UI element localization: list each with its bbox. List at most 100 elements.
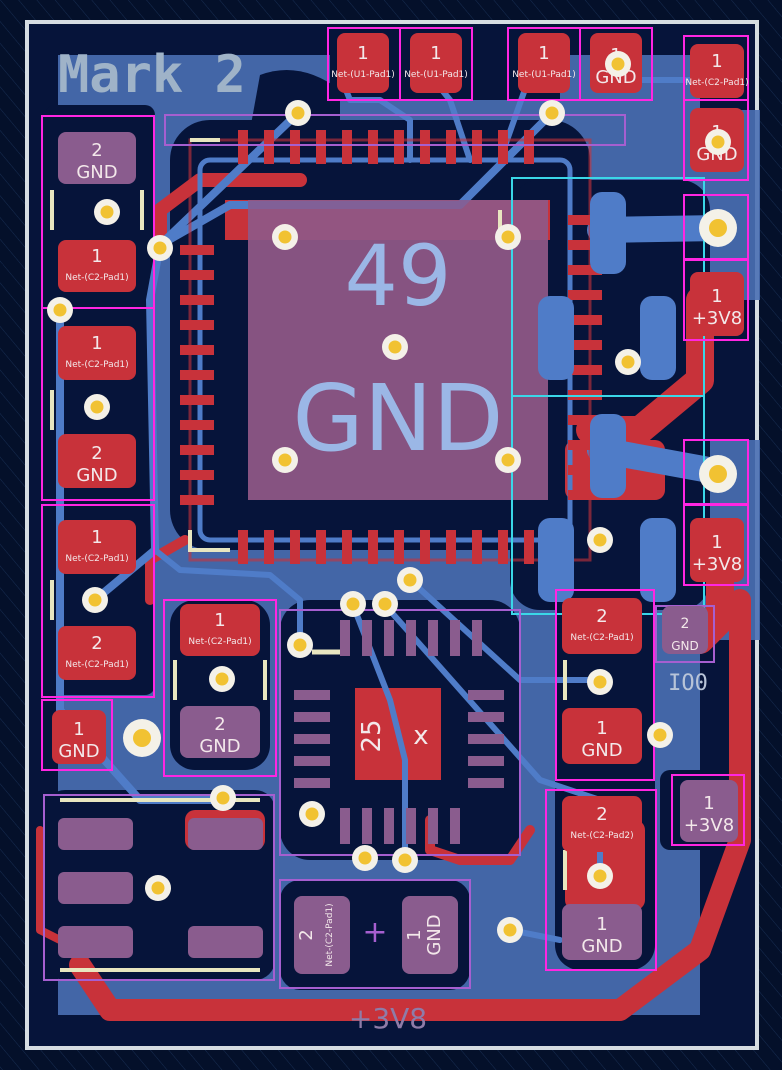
via-drill xyxy=(545,106,559,120)
via-drill xyxy=(398,853,412,867)
pad-number: 2 xyxy=(296,929,317,940)
pad-shape[interactable] xyxy=(180,604,260,656)
connector-pads[interactable] xyxy=(58,818,263,958)
pad-shape[interactable] xyxy=(402,896,458,974)
via-drill xyxy=(100,205,114,219)
via-drill xyxy=(501,453,515,467)
polarity-mark: + xyxy=(362,915,387,950)
ic2-footprint: 25 x xyxy=(279,609,521,856)
pad-net-label: Net-(U1-Pad1) xyxy=(331,70,395,80)
pad-net-label: Net-(C2-Pad1) xyxy=(65,360,128,370)
pad-shape[interactable] xyxy=(690,518,744,582)
pad-net-label: Net-(C2-Pad1) xyxy=(65,554,128,564)
pad-net-label: GND xyxy=(424,914,445,955)
via-drill xyxy=(151,881,165,895)
pad-shape[interactable] xyxy=(562,598,642,654)
pad-net-label: GND xyxy=(76,162,117,183)
pad-p_r8[interactable]: 1+3V8 xyxy=(680,780,738,842)
via-drill xyxy=(711,135,725,149)
pad-number: 1 xyxy=(430,43,441,64)
pad-shape[interactable] xyxy=(410,33,462,93)
pad-number: 1 xyxy=(703,793,714,814)
pad-net-label: GND xyxy=(199,736,240,757)
pad-shape[interactable] xyxy=(58,240,136,292)
via-drill xyxy=(293,638,307,652)
mounting-via-drill xyxy=(133,729,151,747)
via-drill xyxy=(90,400,104,414)
via-drill xyxy=(278,453,292,467)
pad-shape[interactable] xyxy=(180,706,260,758)
pad-net-label: GND xyxy=(581,936,622,957)
via-drill xyxy=(358,851,372,865)
via-drill xyxy=(216,791,230,805)
pad-number: 1 xyxy=(91,527,102,548)
via-drill xyxy=(388,340,402,354)
pad-shape[interactable] xyxy=(562,904,642,960)
pad-shape[interactable] xyxy=(562,796,642,852)
via-drill xyxy=(503,923,517,937)
pad-shape[interactable] xyxy=(562,708,642,764)
via-drill xyxy=(653,728,667,742)
via-drill xyxy=(278,230,292,244)
pad-number: 1 xyxy=(596,914,607,935)
mcu-silk-corner xyxy=(188,530,230,552)
pad-p_r1[interactable]: 1+3V8 xyxy=(690,272,744,336)
pad-number: 1 xyxy=(711,532,722,553)
pad-net-label: Net-(C2-Pad1) xyxy=(65,273,128,283)
via-drill xyxy=(346,597,360,611)
pad-net-label: Net-(C2-Pad1) xyxy=(188,637,251,647)
pad-shape[interactable] xyxy=(680,780,738,842)
pad-shape[interactable] xyxy=(294,896,350,974)
via-drill xyxy=(291,106,305,120)
pad-shape[interactable] xyxy=(58,326,136,380)
via-drill xyxy=(53,303,67,317)
pad-p_bc1[interactable]: 2 Net-(C2-Pad1) xyxy=(294,896,350,974)
pad-shape[interactable] xyxy=(337,33,389,93)
pad-shape[interactable] xyxy=(518,33,570,93)
pad-shape[interactable] xyxy=(58,132,136,184)
pad-number: 1 xyxy=(91,246,102,267)
via-drill xyxy=(501,230,515,244)
highlighted-pads[interactable] xyxy=(538,192,676,602)
via-drill xyxy=(611,57,625,71)
pad-number: 1 xyxy=(711,51,722,72)
pad-shape[interactable] xyxy=(58,626,136,680)
pad-shape[interactable] xyxy=(662,606,708,654)
pad-net-label: Net-(C2-Pad1) xyxy=(65,660,128,670)
mcu-pad-net: GND xyxy=(293,365,504,472)
pad-number: 1 xyxy=(711,286,722,307)
pad-net-label: Net-(C2-Pad2) xyxy=(570,831,633,841)
via-drill xyxy=(88,593,102,607)
mcu-pins xyxy=(180,130,602,564)
pad-shape[interactable] xyxy=(690,44,744,98)
pad-shape[interactable] xyxy=(690,272,744,336)
mounting-via-drill xyxy=(709,219,727,237)
pad-shape[interactable] xyxy=(58,520,136,574)
pad-shape[interactable] xyxy=(58,434,136,488)
via-drill xyxy=(215,672,229,686)
pad-net-label: Net-(C2-Pad1) xyxy=(325,903,335,966)
pad-net-label: GND xyxy=(76,465,117,486)
pad-number: 2 xyxy=(91,633,102,654)
pad-p_r2[interactable]: 1+3V8 xyxy=(690,518,744,582)
pad-shape[interactable] xyxy=(52,710,106,764)
